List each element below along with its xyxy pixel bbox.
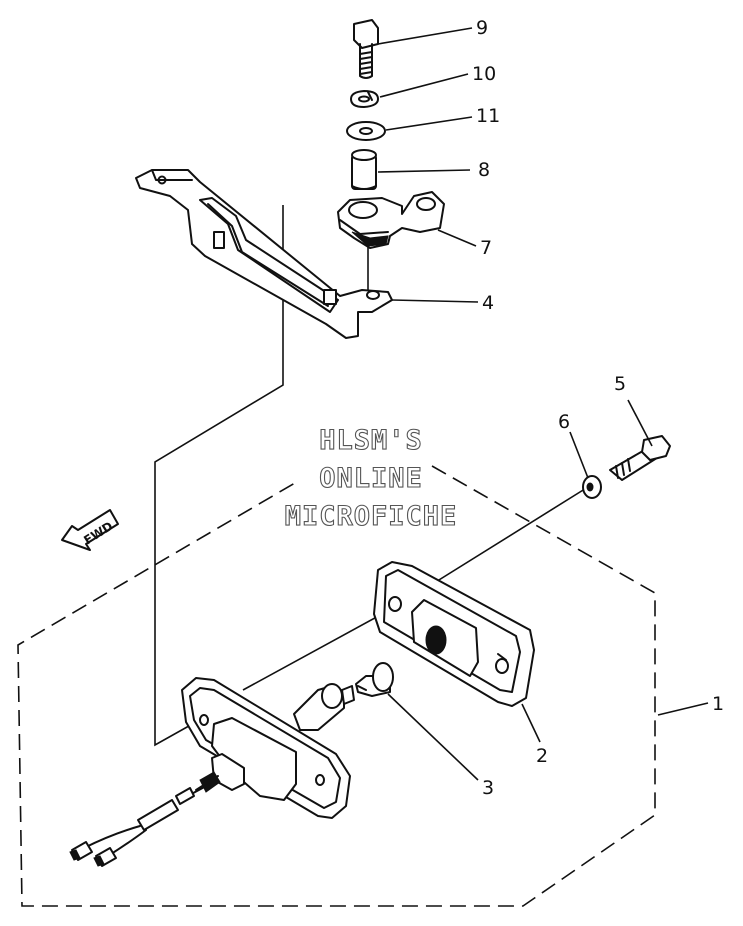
socket-part <box>293 683 355 731</box>
wire-harness <box>69 771 221 867</box>
watermark-line-2: ONLINE <box>319 463 423 494</box>
side-bolt-part <box>609 435 671 481</box>
top-bolt-part <box>353 19 379 79</box>
watermark-line-3: MICROFICHE <box>285 501 458 532</box>
alignment-line-bolt <box>409 486 589 599</box>
leader-2 <box>521 703 541 743</box>
bulb-part <box>355 662 394 697</box>
watermark-line-1: HLSM'S <box>319 425 423 456</box>
leader-3 <box>387 693 479 781</box>
leader-11 <box>385 116 473 131</box>
lens-housing-part <box>373 561 535 707</box>
callout-2: 2 <box>536 745 548 767</box>
callout-5: 5 <box>614 373 626 395</box>
alignment-line-lens <box>242 606 396 691</box>
callout-11: 11 <box>476 105 500 127</box>
callout-7: 7 <box>480 237 492 259</box>
bracket-part <box>135 169 393 339</box>
callout-3: 3 <box>482 777 494 799</box>
watermark: HLSM'S ONLINE MICROFICHE <box>284 424 458 532</box>
spring-washer-part <box>350 90 379 108</box>
callout-8: 8 <box>478 159 490 181</box>
spacer-part <box>351 149 377 190</box>
leader-1 <box>657 702 709 716</box>
leader-10 <box>379 73 469 98</box>
leader-8 <box>377 169 471 173</box>
forward-arrow-icon: FWD <box>61 509 119 551</box>
leader-7 <box>437 229 477 247</box>
assembly-boundary <box>17 465 656 907</box>
lamp-base-part <box>181 677 351 819</box>
leader-5 <box>627 399 653 447</box>
leader-6 <box>569 431 589 479</box>
callout-10: 10 <box>472 63 496 85</box>
small-washer-part <box>582 475 602 499</box>
lever-arm-part <box>337 191 445 249</box>
leader-4 <box>391 299 479 303</box>
washer-part <box>346 121 386 141</box>
callout-1: 1 <box>712 693 724 715</box>
callout-9: 9 <box>476 17 488 39</box>
callout-4: 4 <box>482 292 494 314</box>
mounting-reference-line <box>154 205 284 747</box>
leader-9 <box>377 27 473 45</box>
callout-6: 6 <box>558 411 570 433</box>
